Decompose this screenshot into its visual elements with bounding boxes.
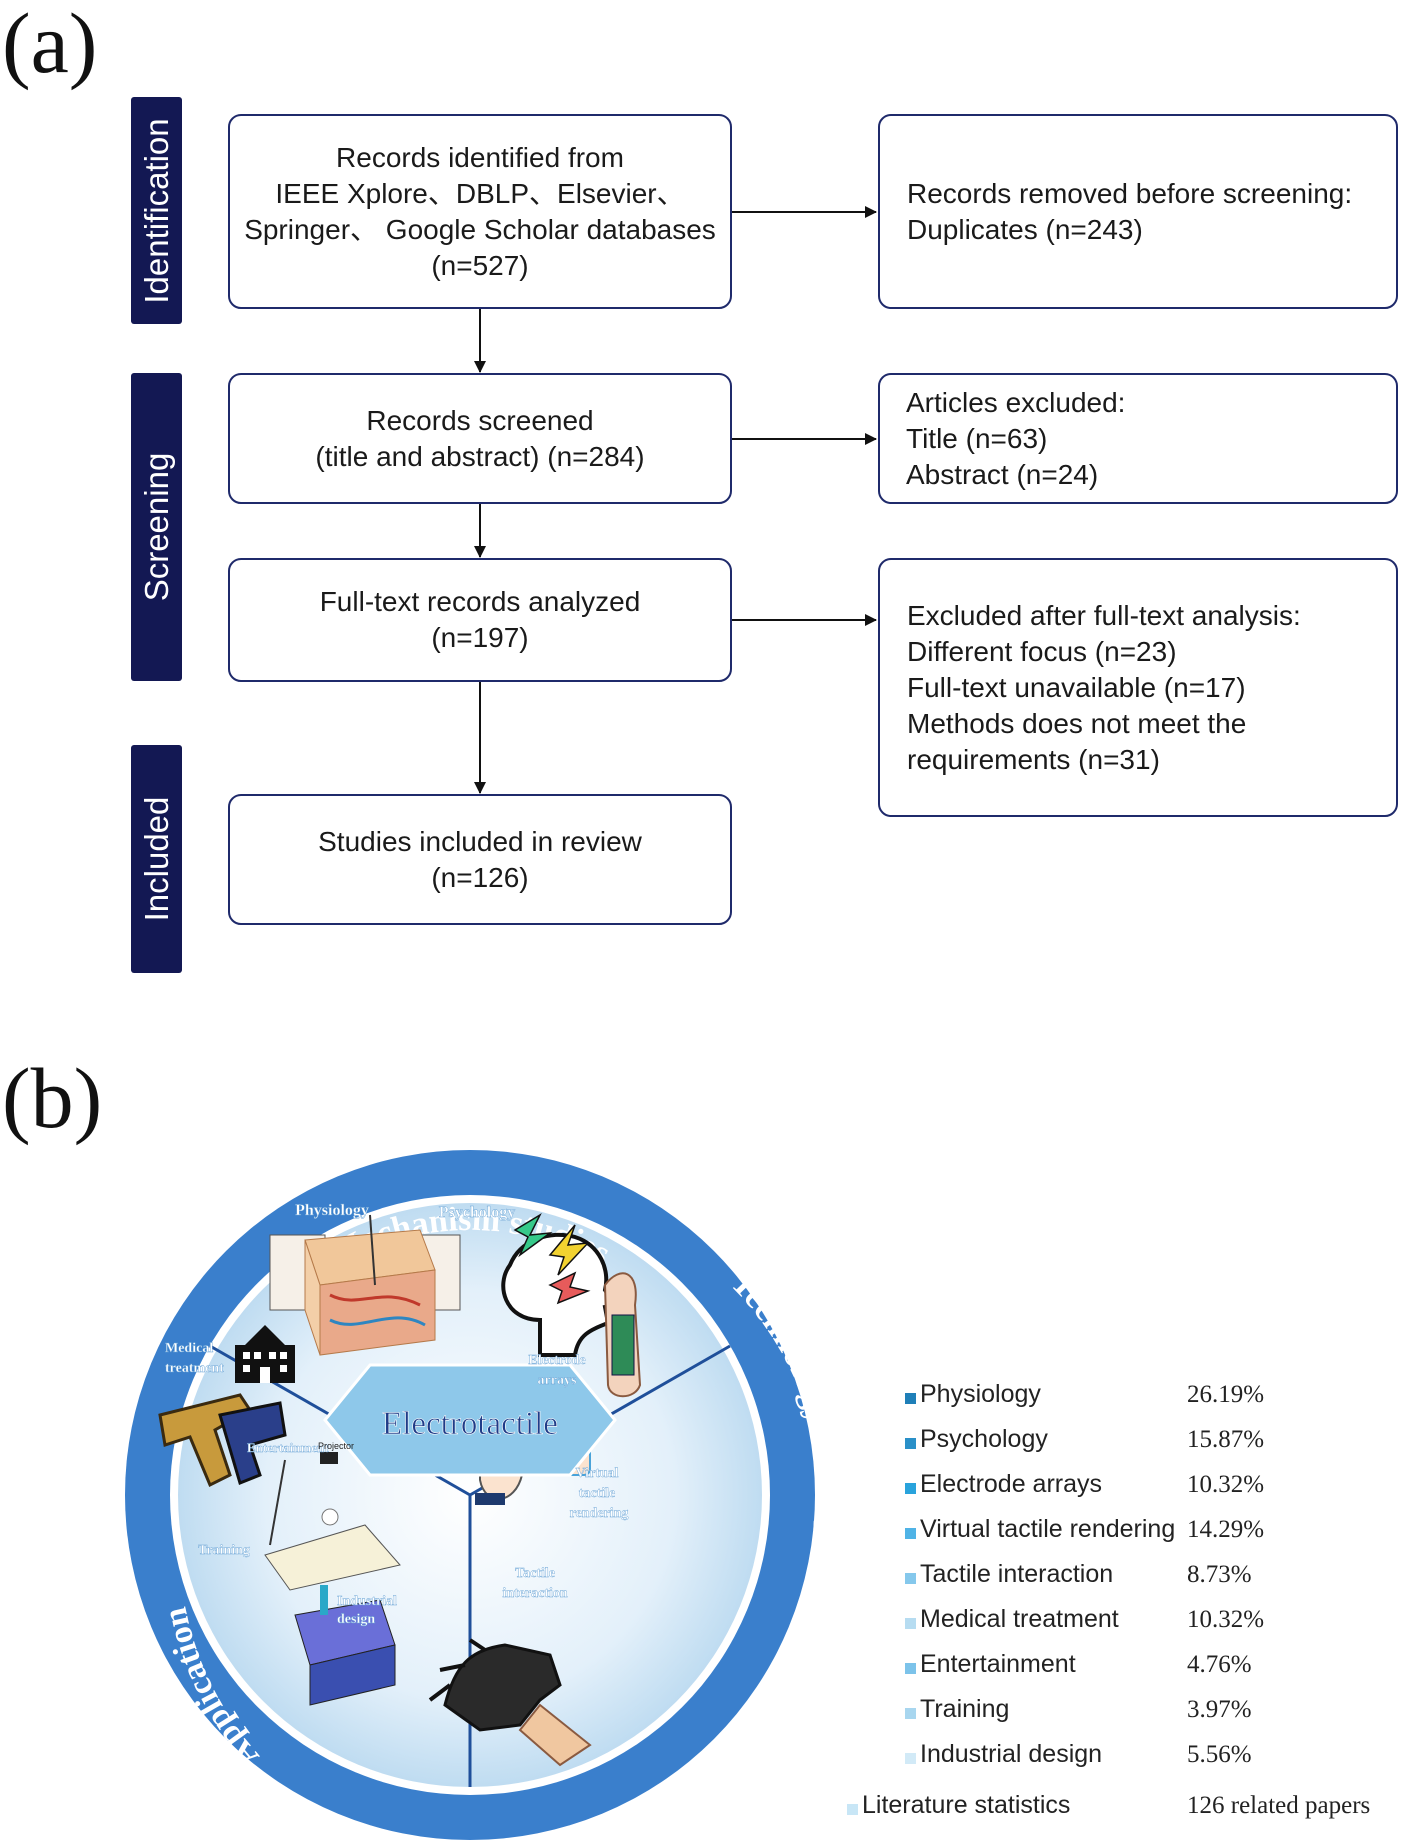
skin-illustration [269,1214,461,1356]
sector-label-psychology: Psychology [439,1204,515,1221]
legend-name: Training [920,1695,1010,1723]
sector-label-training: Training [198,1543,250,1558]
fulltext-analyzed-line-2: (n=197) [431,622,529,653]
records-removed-line-2: Duplicates (n=243) [907,213,1143,245]
legend-value: 10.32% [1187,1471,1265,1498]
stage-included: Included [131,745,182,973]
sector-label-virtual-3: rendering [570,1506,629,1521]
articles-excluded-line-3: Abstract (n=24) [906,458,1099,490]
legend-value: 14.29% [1187,1516,1265,1543]
records-removed-box: Records removed before screening: Duplic… [878,114,1398,309]
projector-label: Projector [318,1441,354,1451]
legend-name: Physiology [920,1380,1041,1408]
sector-label-electrode-2: arrays [538,1373,577,1388]
legend-swatch [905,1393,916,1404]
legend-value: 10.32% [1187,1606,1265,1633]
stage-screening: Screening [131,373,182,681]
legend-value: 126 related papers [1187,1792,1371,1819]
forearm-illustration [603,1272,642,1398]
sector-label-virtual-2: tactile [579,1486,616,1501]
legend-swatch [905,1753,916,1764]
hospital-icon [235,1325,295,1383]
legend-name: Entertainment [920,1650,1076,1678]
sector-label-industrial-1: Industrial [337,1594,397,1609]
excluded-fulltext-line-4: Methods does not meet the [907,707,1247,739]
industrial-illustration [294,1585,396,1706]
legend-name: Industrial design [920,1740,1103,1768]
sector-label-virtual-1: Virtual [575,1466,618,1481]
excluded-fulltext-line-1: Excluded after full-text analysis: [907,599,1301,631]
sector-label-medical-2: treatment [165,1361,224,1376]
legend-swatch [905,1708,916,1719]
legend-name: Psychology [920,1425,1048,1453]
records-screened-line-1: Records screened [366,404,594,436]
legend-value: 26.19% [1187,1381,1265,1408]
legend-value: 15.87% [1187,1426,1265,1453]
legend-name: Literature statistics [862,1791,1071,1819]
records-identified-line-2: IEEE Xplore、DBLP、Elsevier、 [275,177,685,209]
flow-arrows [474,206,877,794]
records-identified-line-1: Records identified from [336,141,624,173]
glove-illustration [428,1638,592,1767]
articles-excluded-box: Articles excluded: Title (n=63) Abstract… [878,373,1398,504]
records-removed-line-1: Records removed before screening: [907,177,1353,209]
head-illustration [501,1213,619,1357]
legend-value: 3.97% [1187,1696,1252,1723]
sector-label-tactile-2: interaction [502,1586,568,1601]
center-hexagon [323,1363,617,1477]
legend-swatch [905,1438,916,1449]
legend-value: 8.73% [1187,1561,1252,1588]
electrotactile-wheel: Mechanism studies Technology and equipme… [125,1150,820,1840]
fulltext-analyzed-line-1: Full-text records analyzed [319,586,641,617]
records-screened-line-2: (title and abstract) (n=284) [315,440,645,472]
excluded-fulltext-line-3: Full-text unavailable (n=17) [907,671,1246,703]
sector-label-entertainment: Entertainment [247,1440,329,1455]
excluded-fulltext-line-2: Different focus (n=23) [907,635,1177,667]
legend-name: Electrode arrays [920,1470,1103,1498]
legend-swatch [905,1618,916,1629]
articles-excluded-line-2: Title (n=63) [906,422,1048,454]
legend-swatch [905,1483,916,1494]
panel-a-label: (a) [2,0,98,91]
legend-value: 4.76% [1187,1651,1252,1678]
studies-included-box: Studies included in review (n=126) [228,794,732,925]
legend-swatch [905,1663,916,1674]
sector-label-medical-1: Medical [165,1341,213,1356]
studies-included-line-2: (n=126) [431,861,529,893]
legend-value: 5.56% [1187,1741,1252,1768]
legend-name: Virtual tactile rendering [920,1515,1176,1543]
excluded-fulltext-box: Excluded after full-text analysis: Diffe… [878,558,1398,817]
fulltext-analyzed-box: Full-text records analyzed (n=197) [228,558,732,682]
records-identified-line-4: (n=527) [431,249,529,281]
articles-excluded-line-1: Articles excluded: [906,386,1126,418]
gun-illustration [158,1393,287,1488]
studies-included-line-1: Studies included in review [318,825,642,857]
legend-swatch [905,1573,916,1584]
projector-illustration [264,1452,401,1591]
legend-swatch [905,1528,916,1539]
sector-label-electrode-1: Electrode [528,1353,585,1368]
legend-name: Medical treatment [920,1605,1119,1633]
center-label: Electrotactile [382,1406,558,1442]
records-identified-line-3: Springer、 Google Scholar databases [244,213,716,245]
legend-name: Tactile interaction [920,1560,1114,1588]
stage-identification: Identification [131,97,182,324]
sector-label-tactile-1: Tactile [515,1566,555,1581]
records-identified-box: Records identified from IEEE Xplore、DBLP… [228,114,732,309]
records-screened-box: Records screened (title and abstract) (n… [228,373,732,504]
sector-label-industrial-2: design [337,1612,375,1627]
panel-b-label: (b) [2,1050,103,1146]
legend-swatch [847,1804,858,1815]
sector-label-physiology: Physiology [295,1202,369,1219]
excluded-fulltext-line-5: requirements (n=31) [907,743,1160,775]
